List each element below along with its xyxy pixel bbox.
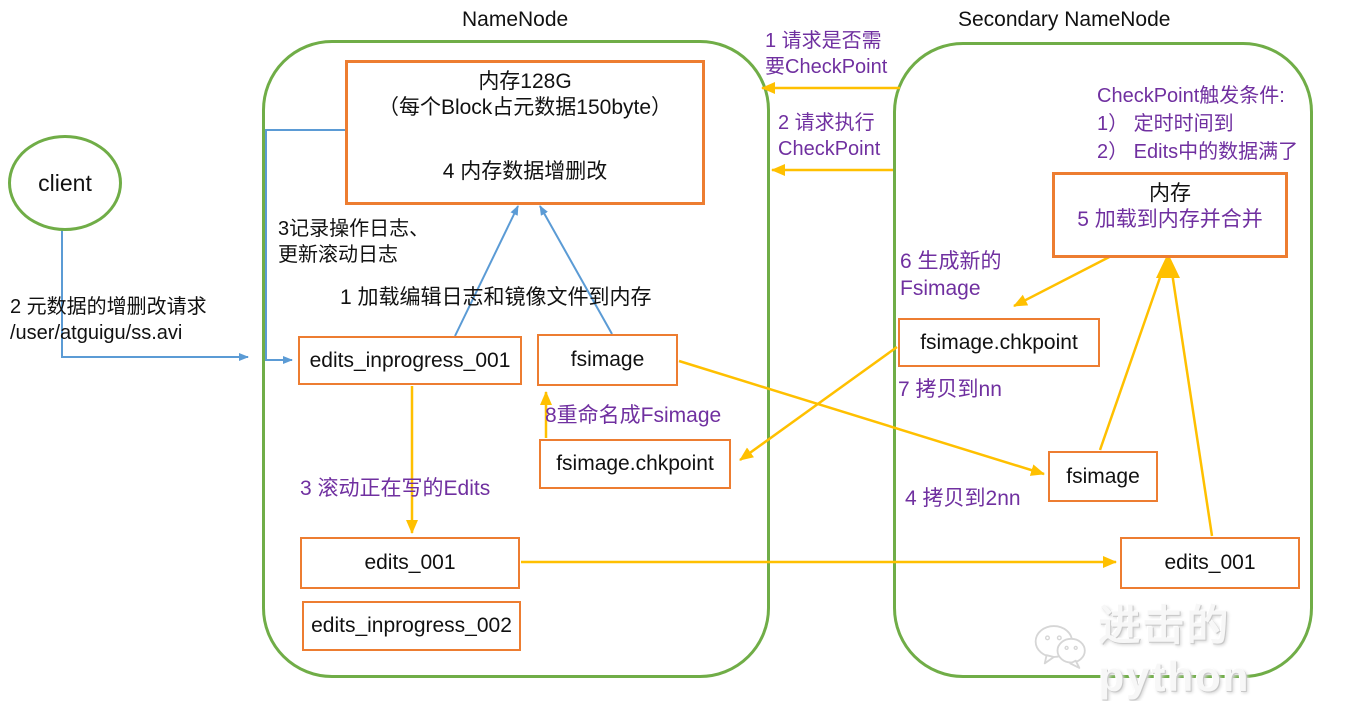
- wechat-icon: [1034, 624, 1086, 669]
- nn-record-log-line1: 3记录操作日志、: [278, 218, 430, 240]
- nn-memory-line1: 内存128G: [478, 70, 572, 93]
- snn-memory-line1: 内存: [1149, 182, 1191, 205]
- nn-memory-box: 内存128G （每个Block占元数据150byte） 4 内存数据增删改: [345, 60, 705, 205]
- nn-load-to-memory-label: 1 加载编辑日志和镜像文件到内存: [340, 286, 652, 309]
- generate-fsimage-line2: Fsimage: [900, 277, 981, 300]
- nn-edits-001-box: edits_001: [300, 537, 520, 589]
- nn-roll-edits-label: 3 滚动正在写的Edits: [300, 477, 491, 500]
- checkpoint-trigger-conditions: CheckPoint触发条件: 1） 定时时间到 2） Edits中的数据满了: [1097, 82, 1298, 166]
- nn-fsimage-box: fsimage: [537, 334, 678, 386]
- snn-fsimage-box: fsimage: [1048, 451, 1158, 502]
- namenode-title: NameNode: [462, 8, 569, 31]
- nn-record-log-label: 3记录操作日志、 更新滚动日志: [278, 216, 429, 268]
- nn-edits-inprogress-001-box: edits_inprogress_001: [298, 336, 522, 385]
- secondary-namenode-container: [893, 42, 1313, 678]
- trigger-item2: 2） Edits中的数据满了: [1097, 141, 1299, 163]
- request2-line1: 2 请求执行: [778, 112, 875, 134]
- nn-fsimage-chkpoint-box: fsimage.chkpoint: [539, 439, 731, 489]
- client-request-label: 2 元数据的增删改请求 /user/atguigu/ss.avi: [10, 294, 207, 346]
- request2-line2: CheckPoint: [778, 138, 881, 160]
- connector-lines: [61, 82, 1214, 568]
- snn-memory-line2: 5 加载到内存并合并: [1077, 208, 1263, 231]
- client-request-line2: /user/atguigu/ss.avi: [10, 322, 183, 344]
- nn-memory-line2: （每个Block占元数据150byte）: [377, 96, 673, 119]
- request-checkpoint-needed-label: 1 请求是否需 要CheckPoint: [765, 28, 887, 80]
- snn-copy-to-2nn-label: 4 拷贝到2nn: [905, 487, 1021, 510]
- client-request-line1: 2 元数据的增删改请求: [10, 296, 207, 318]
- namenode-container: [262, 40, 770, 678]
- snn-fsimage-chkpoint-box: fsimage.chkpoint: [898, 318, 1100, 367]
- watermark: 进击的python: [1032, 592, 1357, 701]
- watermark-text: 进击的python: [1098, 602, 1251, 700]
- secondary-namenode-title: Secondary NameNode: [958, 8, 1171, 31]
- nn-rename-fsimage-label: 8重命名成Fsimage: [545, 404, 722, 427]
- snn-memory-box: 内存 5 加载到内存并合并: [1052, 172, 1288, 258]
- request1-line2: 要CheckPoint: [765, 56, 888, 78]
- generate-fsimage-line1: 6 生成新的: [900, 250, 1002, 273]
- request-execute-checkpoint-label: 2 请求执行 CheckPoint: [778, 110, 880, 162]
- trigger-title: CheckPoint触发条件:: [1097, 85, 1285, 107]
- nn-record-log-line2: 更新滚动日志: [278, 244, 398, 266]
- nn-memory-line3: 4 内存数据增删改: [442, 160, 608, 183]
- client-label: client: [38, 169, 92, 196]
- snn-generate-fsimage-label: 6 生成新的 Fsimage: [900, 248, 1002, 302]
- snn-copy-to-nn-label: 7 拷贝到nn: [898, 378, 1002, 401]
- snn-edits-001-box: edits_001: [1120, 537, 1300, 589]
- trigger-item1: 1） 定时时间到: [1097, 113, 1234, 135]
- client-node: client: [8, 135, 122, 231]
- request1-line1: 1 请求是否需: [765, 30, 882, 52]
- nn-edits-inprogress-002-box: edits_inprogress_002: [302, 601, 521, 651]
